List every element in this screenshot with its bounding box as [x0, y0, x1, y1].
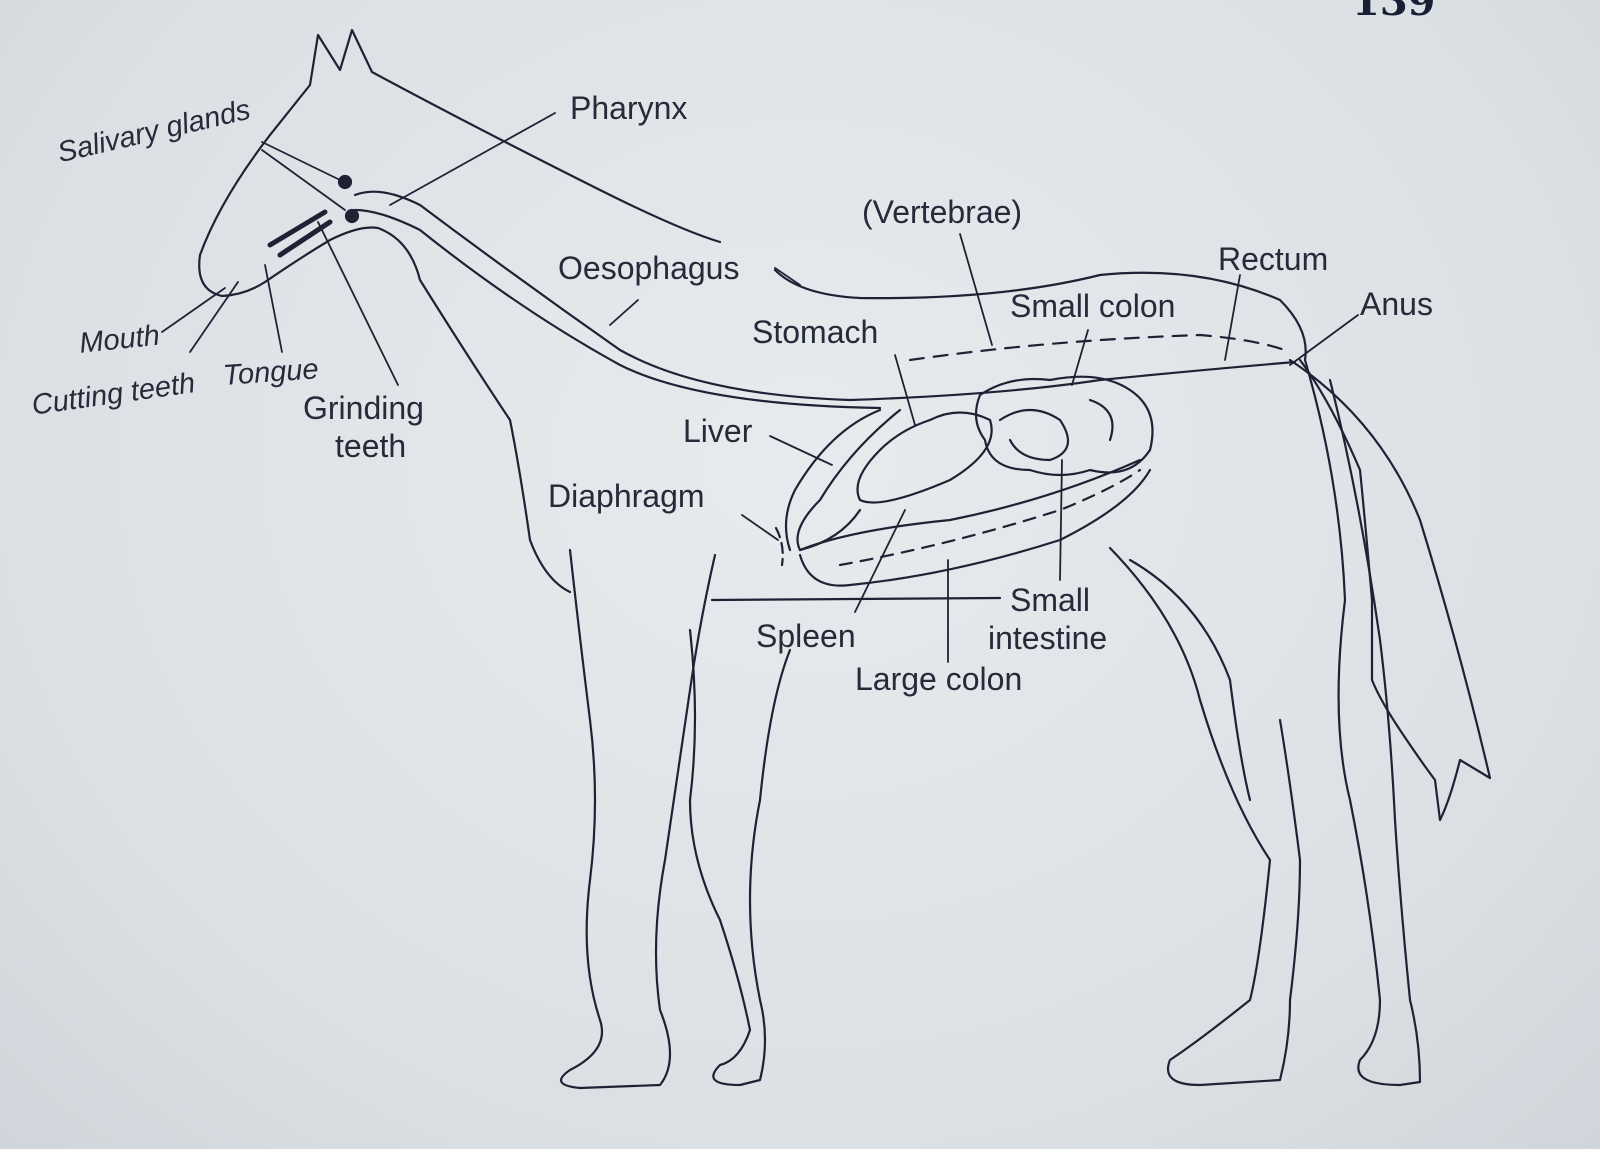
label-grinding-teeth-line1: Grinding: [303, 390, 424, 426]
horse-front-leg-1: [560, 548, 717, 1090]
stomach: [856, 411, 993, 504]
label-large-colon: Large colon: [855, 661, 1023, 697]
label-rectum: Rectum: [1218, 241, 1329, 277]
label-spleen: Spleen: [756, 618, 856, 654]
small-colon-dashed: [908, 333, 1292, 362]
label-stomach: Stomach: [752, 314, 879, 350]
oesophagus-tube: [353, 190, 1297, 410]
label-liver: Liver: [683, 413, 753, 449]
horse-head-neck-back: [268, 28, 1307, 362]
page-number: 139: [1352, 0, 1436, 25]
large-colon-dashed: [838, 468, 1142, 567]
label-tongue: Tongue: [221, 353, 320, 392]
salivary-gland-upper: [337, 174, 353, 190]
horse-tail: [1288, 358, 1492, 822]
salivary-gland-lower: [344, 208, 360, 224]
small-intestine-coils: [974, 375, 1154, 477]
label-small-colon: Small colon: [1010, 288, 1176, 324]
horse-hind-leg-rear: [1303, 358, 1422, 1087]
label-pharynx: Pharynx: [570, 90, 688, 126]
label-small-intestine-line2: intestine: [988, 620, 1108, 656]
label-vertebrae: (Vertebrae): [862, 194, 1023, 230]
leader-lines: [161, 112, 1359, 663]
label-diaphragm: Diaphragm: [548, 478, 705, 514]
grinding-teeth: [267, 209, 333, 258]
label-grinding-teeth-line2: teeth: [335, 428, 407, 464]
liver: [784, 408, 902, 552]
horse-muzzle: [198, 133, 572, 594]
label-oesophagus: Oesophagus: [558, 250, 740, 286]
horse-front-leg-2: [688, 596, 1002, 1087]
label-small-intestine-line1: Small: [1010, 582, 1091, 618]
large-colon: [798, 458, 1152, 587]
diaphragm: [774, 526, 784, 567]
horse-belly-hind-legs: [1108, 546, 1302, 1087]
label-anus: Anus: [1360, 286, 1433, 322]
